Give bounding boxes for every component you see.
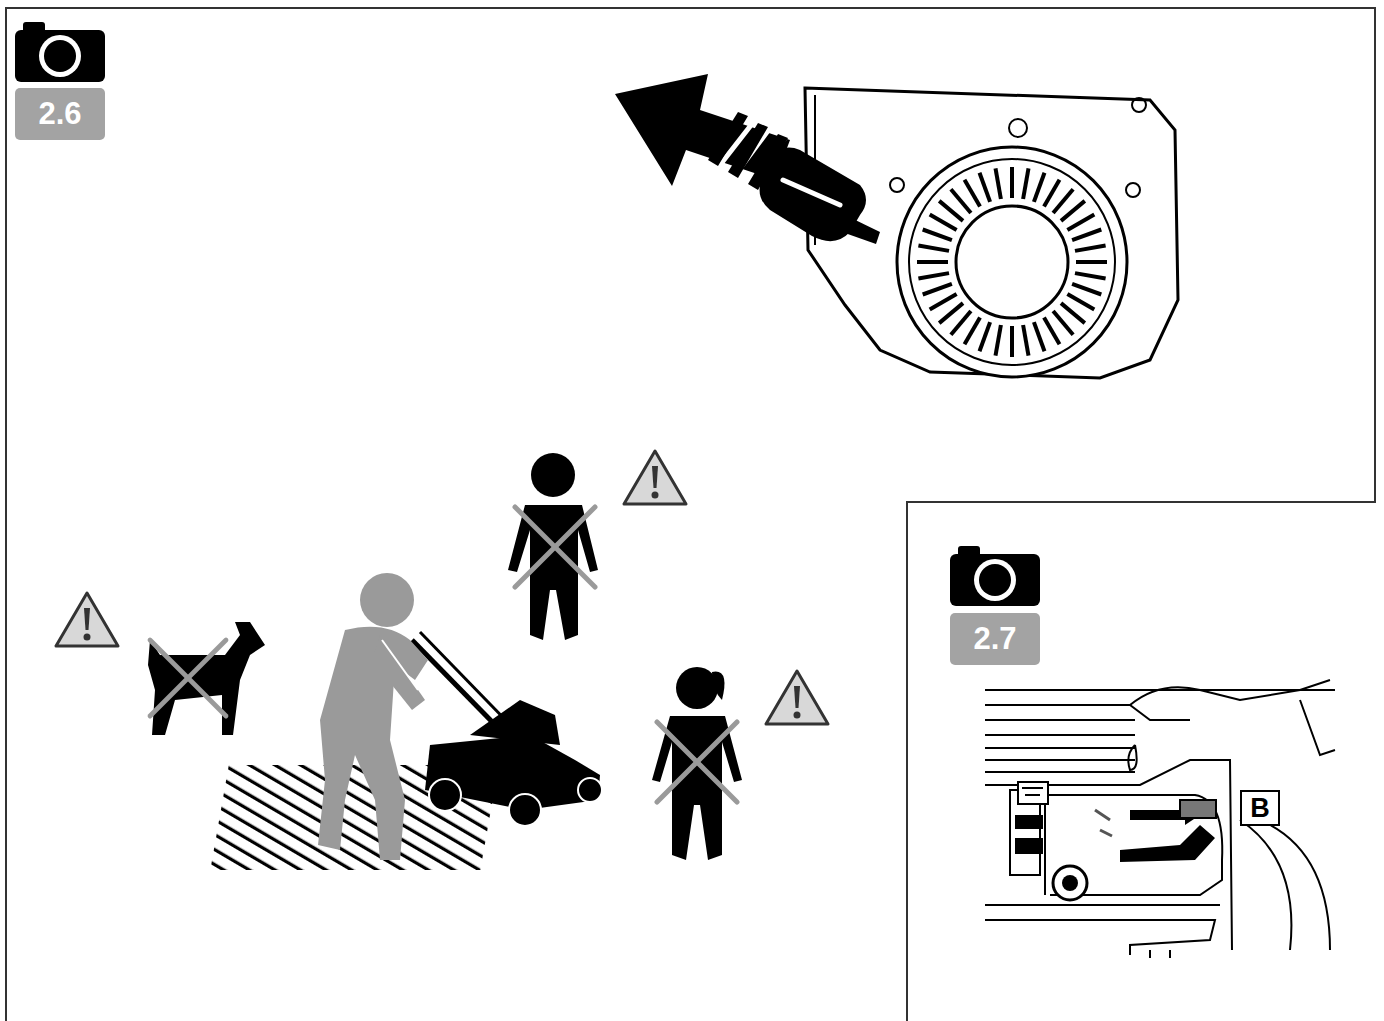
vent-slot: [951, 189, 971, 213]
vent-slot: [1072, 284, 1101, 295]
callout-letter: B: [1240, 790, 1280, 826]
node-text: 2.7: [973, 621, 1016, 657]
vent-slot: [930, 215, 957, 231]
vent-slot: [1034, 173, 1045, 202]
vent-slot: [1067, 215, 1094, 231]
vent-slot: [1023, 325, 1028, 356]
vent-slot: [1034, 322, 1045, 351]
node-text: 2.6: [38, 96, 81, 132]
vent-slot: [1061, 201, 1085, 221]
vent-slot: [965, 317, 981, 344]
vent-slot: [1053, 311, 1073, 335]
vent-slot: [917, 260, 948, 264]
vent-slot: [939, 303, 963, 323]
vent-slot: [939, 201, 963, 221]
vent-slot: [923, 284, 952, 295]
vent-slot: [965, 180, 981, 207]
vent-slot: [1072, 230, 1101, 241]
vent-slot: [1023, 168, 1028, 199]
vent-slot: [1067, 294, 1094, 310]
vent-slot: [996, 168, 1001, 199]
vent-slot: [930, 294, 957, 310]
vent-slot: [1044, 317, 1060, 344]
figure-badge: 2.6: [15, 88, 105, 140]
vent-slot: [951, 311, 971, 335]
vent-slot: [1075, 246, 1106, 251]
vent-slot: [918, 273, 949, 278]
vent-slot: [980, 173, 991, 202]
vent-slot: [1010, 326, 1014, 357]
vent-slot: [1075, 273, 1106, 278]
node-text: B: [1250, 793, 1270, 824]
vent-slot: [980, 322, 991, 351]
vent-slot: [1061, 303, 1085, 323]
vent-slot: [996, 325, 1001, 356]
vent-slot: [1076, 260, 1107, 264]
vent-slot: [1053, 189, 1073, 213]
vent-slot: [1044, 180, 1060, 207]
vent-slot: [1010, 167, 1014, 198]
figure-badge: 2.7: [950, 613, 1040, 665]
vent-slot: [918, 246, 949, 251]
vent-slot: [923, 230, 952, 241]
